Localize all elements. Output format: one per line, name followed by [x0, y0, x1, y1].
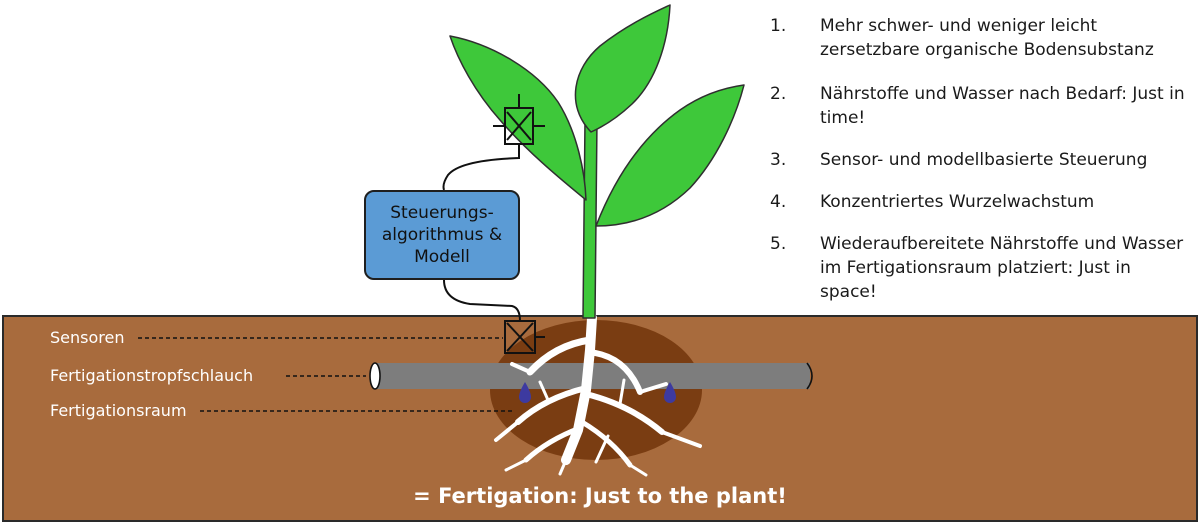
plant-leaf-top: [574, 4, 671, 133]
list-item-text: Nährstoffe und Wasser nach Bedarf: Just …: [820, 84, 1185, 128]
controller-line-3: Modell: [414, 247, 470, 267]
list-item-text: Wiederaufbereitete Nährstoffe und Wasser…: [820, 234, 1184, 302]
cable-top: [442, 144, 520, 191]
controller-line-1: Steuerungs-: [390, 203, 494, 223]
zone-label: Fertigationsraum: [50, 401, 187, 420]
droplet-icon: [664, 382, 676, 403]
controller-line-2: algorithmus &: [381, 225, 503, 245]
plant-stem: [582, 119, 598, 319]
roots: [494, 313, 702, 477]
list-item-text: Mehr schwer- und weniger leicht zersetzb…: [820, 16, 1154, 60]
list-item-number: 2.: [770, 84, 787, 104]
footer-text: = Fertigation: Just to the plant!: [413, 484, 787, 508]
cable-bottom: [443, 279, 521, 322]
plant: [449, 4, 745, 319]
list-item-number: 4.: [770, 192, 787, 212]
list-item-text: Konzentriertes Wurzelwachstum: [820, 192, 1095, 212]
sensors-label: Sensoren: [50, 328, 125, 347]
plant-leaf-left: [449, 35, 587, 201]
plant-leaf-right: [595, 84, 745, 227]
droplet-icon: [519, 382, 531, 403]
list-item-text: Sensor- und modellbasierte Steuerung: [820, 150, 1148, 170]
list-item-number: 3.: [770, 150, 787, 170]
list-item-number: 5.: [770, 234, 787, 254]
list-item-number: 1.: [770, 16, 787, 36]
drip-hose-label: Fertigationstropfschlauch: [50, 366, 254, 385]
controller-box: Steuerungs- algorithmus & Modell: [364, 190, 520, 280]
drip-hose: [369, 362, 813, 390]
